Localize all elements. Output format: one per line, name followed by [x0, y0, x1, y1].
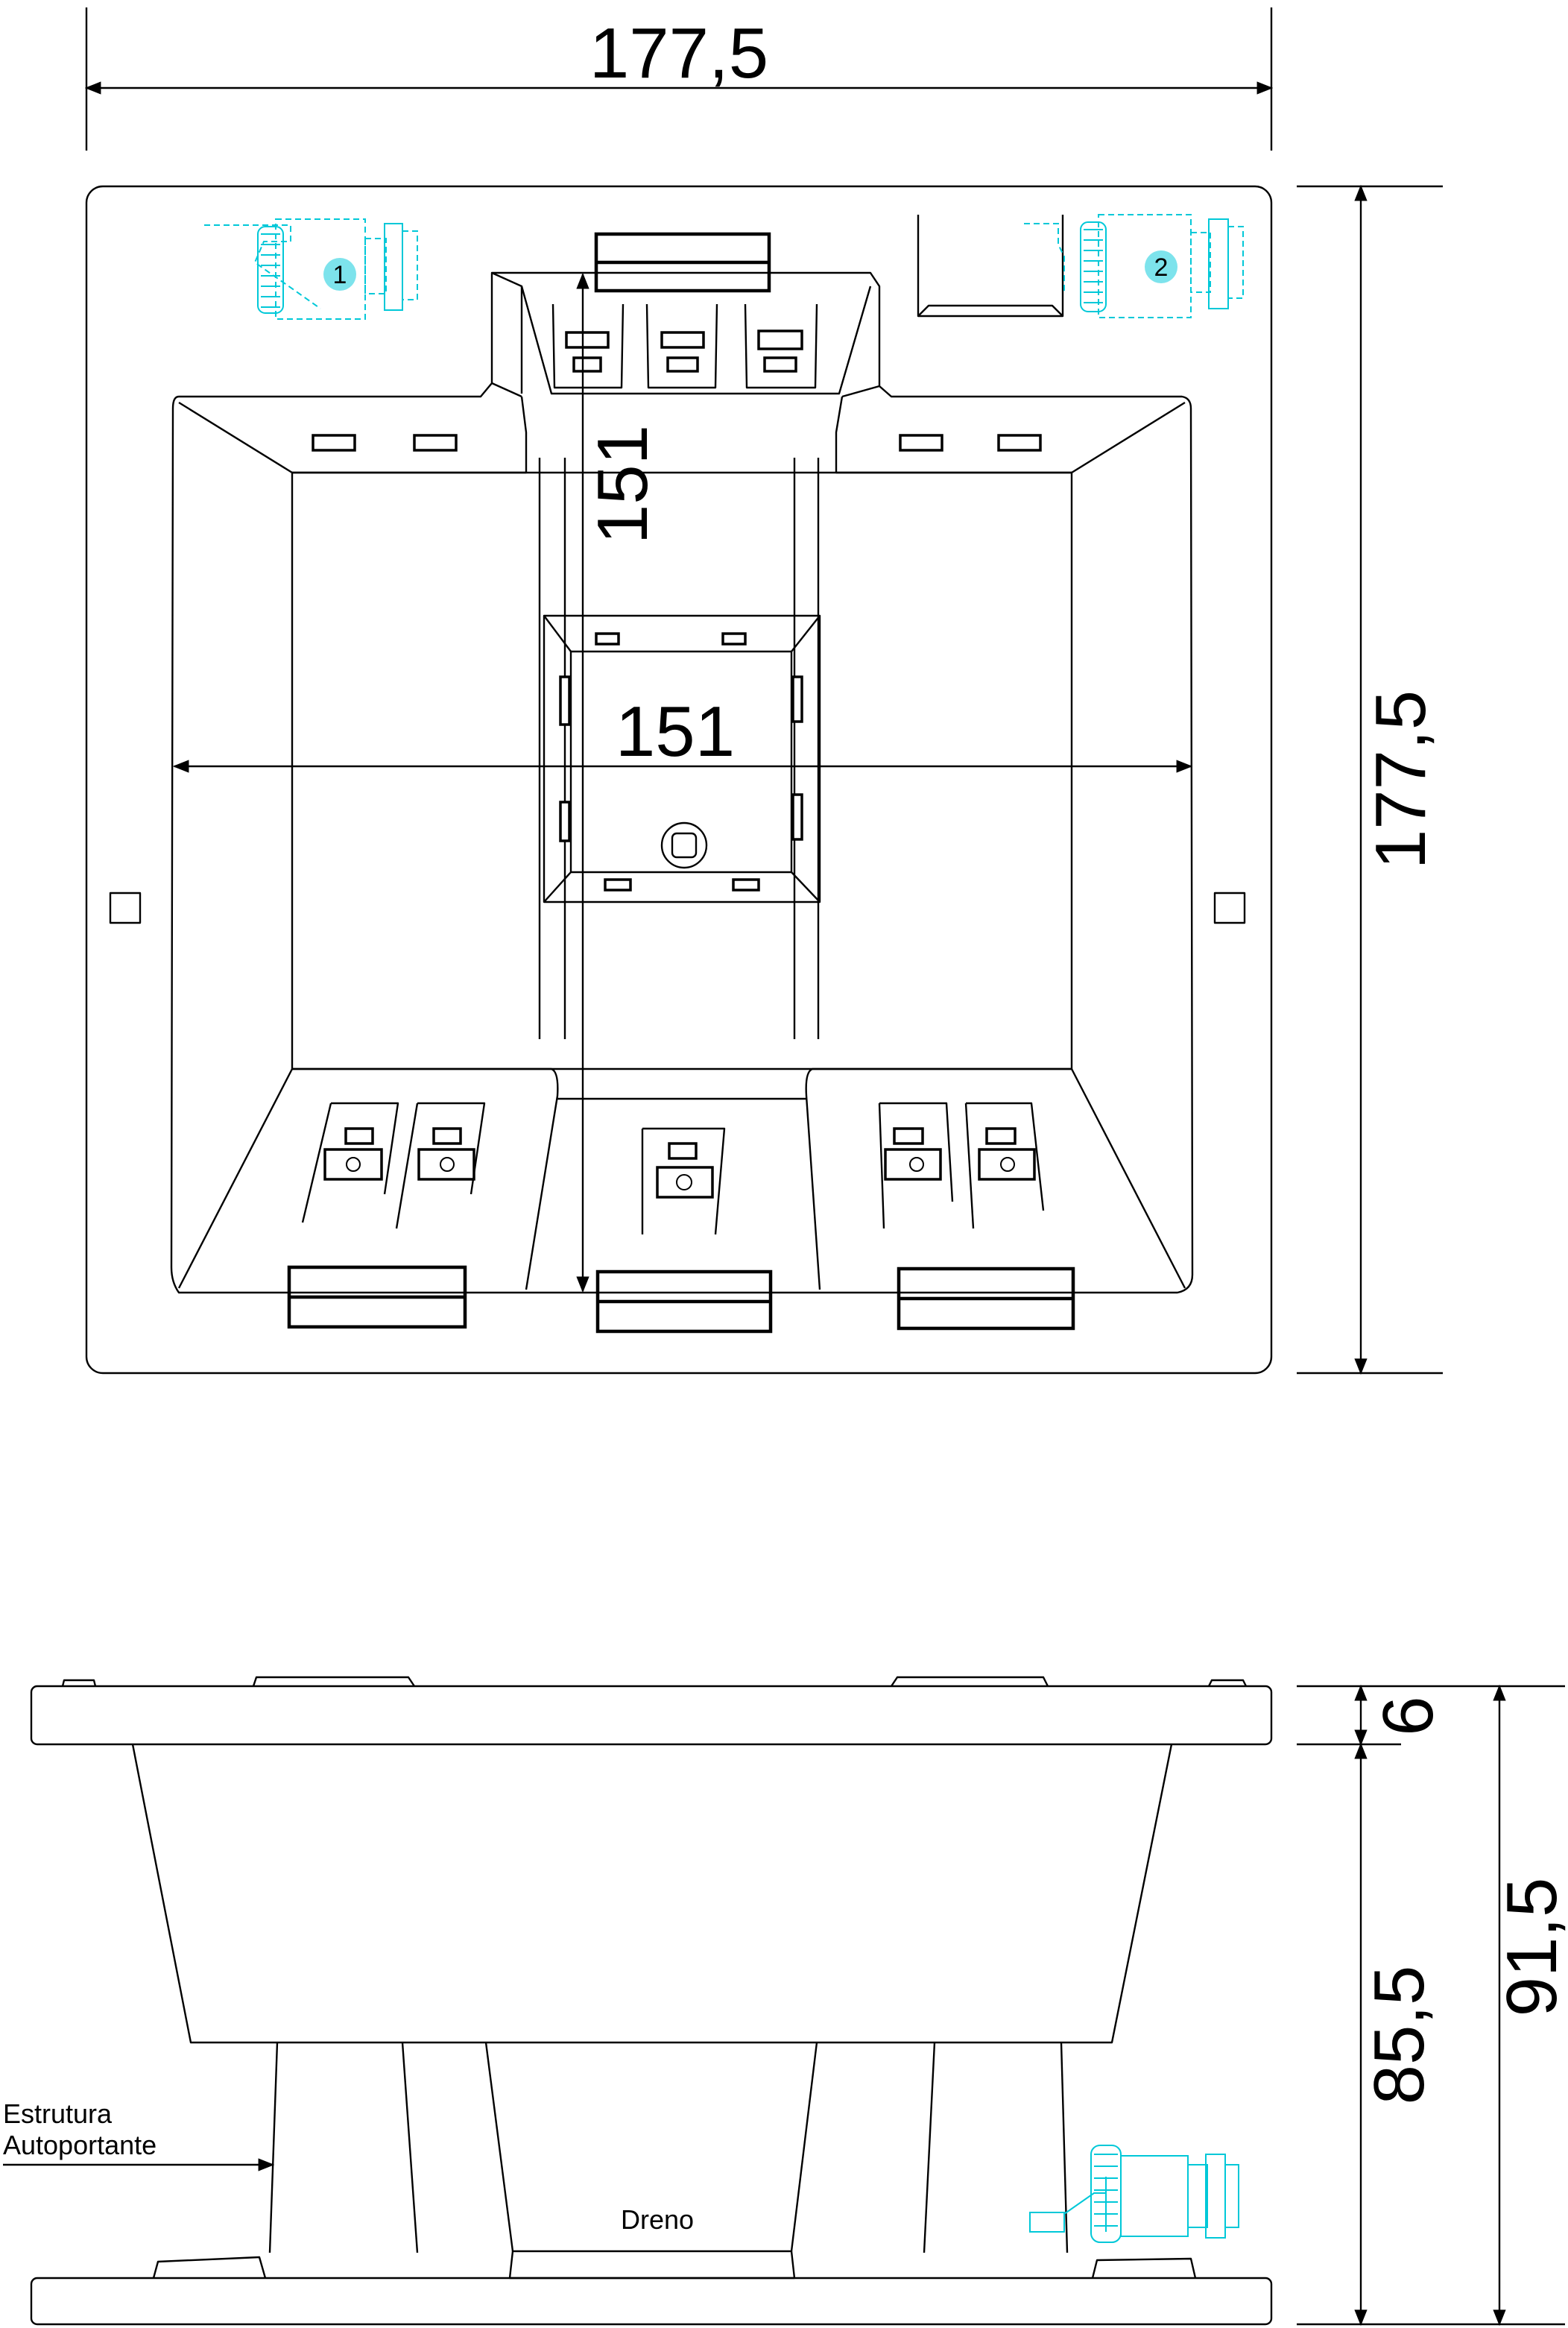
floor-channels: [538, 458, 820, 1039]
pump-2-badge: [1145, 250, 1177, 283]
pump-2-icon: 2: [1024, 214, 1244, 318]
height-dimension-value: 177,5: [1361, 690, 1441, 869]
right-mount-square: [1213, 892, 1246, 924]
pump-2-number: 2: [1154, 253, 1169, 282]
lower-seats: [292, 1067, 1072, 1290]
inner-horizontal-dimension: 151: [172, 692, 1193, 773]
inner-vertical-value: 151: [583, 425, 663, 544]
width-dimension: 177,5: [84, 7, 1274, 151]
headrest-bay: [491, 271, 872, 395]
basin-outline: [170, 271, 1194, 1294]
drain-fitting: [660, 821, 708, 869]
rim-dimension-value: 6: [1368, 1696, 1448, 1735]
width-dimension-value: 177,5: [589, 13, 768, 93]
total-dimension-value: 91,5: [1492, 1878, 1568, 2017]
pillow-bottom-right: [897, 1266, 1075, 1331]
pillow-bottom-center: [595, 1269, 773, 1334]
support-structure: [268, 2042, 1069, 2280]
skimmer-bracket: [917, 215, 1064, 318]
center-footwell: [543, 614, 821, 903]
pump-1-badge: [323, 258, 356, 291]
side-pump-icon: [1029, 2145, 1239, 2243]
side-base: [30, 2277, 1273, 2326]
seat-upper-left: [292, 396, 528, 474]
side-view: Estrutura Autoportante Dreno 6 85: [3, 1676, 1568, 2327]
rim-dimension: 6: [1297, 1684, 1565, 1747]
left-mount-square: [109, 892, 142, 924]
pump-1-icon: 1: [204, 218, 418, 320]
side-basin: [131, 1744, 1173, 2044]
headrest-jets: [551, 303, 818, 389]
structure-label-line2: Autoportante: [3, 2130, 157, 2160]
pillow-top: [594, 232, 771, 293]
drain-label: Dreno: [621, 2204, 694, 2235]
inner-vertical-dimension: 151: [576, 272, 663, 1293]
pillow-bottom-left: [287, 1265, 467, 1329]
inner-horizontal-value: 151: [616, 692, 735, 772]
top-view: 177,5 177,5: [84, 7, 1443, 1375]
pump-1-number: 1: [333, 261, 347, 289]
structure-label-line1: Estrutura: [3, 2098, 113, 2129]
total-dimension: 91,5: [1492, 1684, 1568, 2327]
side-rim: [30, 1685, 1273, 1746]
body-dimension-value: 85,5: [1359, 1966, 1439, 2105]
body-dimension: 85,5: [1297, 1742, 1565, 2327]
tub-outer-rim: [85, 185, 1273, 1375]
height-dimension: 177,5: [1297, 184, 1443, 1375]
seat-upper-right: [835, 396, 1072, 474]
upper-seat-jets: [312, 434, 1042, 452]
